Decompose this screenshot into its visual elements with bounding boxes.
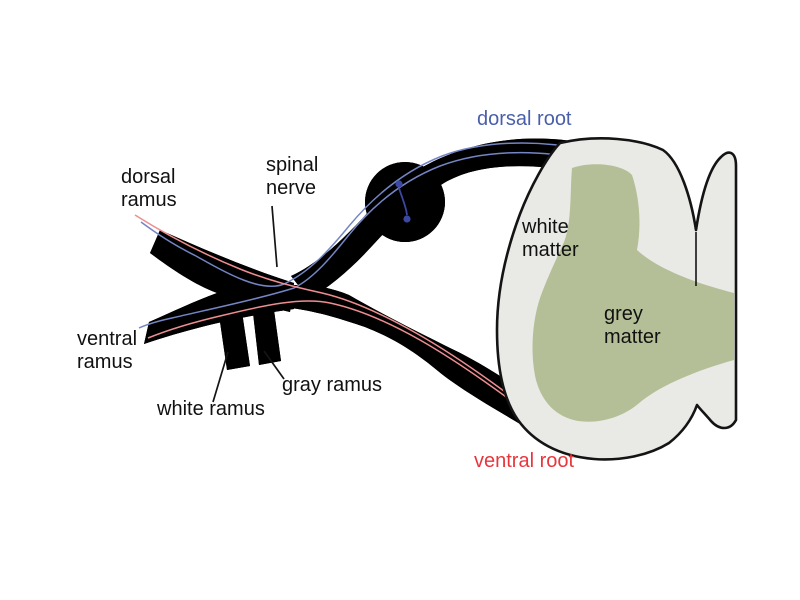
dorsal-ramus-label: dorsal ramus bbox=[121, 166, 177, 211]
spinal-nerve-leader bbox=[271, 205, 278, 268]
gray-ramus-leader bbox=[263, 350, 285, 380]
white-matter-label: white matter bbox=[522, 216, 579, 261]
white-ramus-leader bbox=[212, 351, 229, 403]
gray-ramus-label: gray ramus bbox=[282, 374, 383, 396]
grey-matter-region bbox=[532, 164, 734, 422]
sensory-fiber-to-dorsal-ramus bbox=[140, 142, 589, 288]
ventral-root-label: ventral root bbox=[474, 450, 575, 472]
dorsal-root-label: dorsal root bbox=[477, 108, 572, 130]
ganglion-neuron bbox=[395, 180, 411, 223]
grey-matter-label: grey matter bbox=[604, 303, 661, 348]
sensory-fiber-to-ventral-ramus bbox=[138, 151, 589, 329]
motor-fiber-to-dorsal-ramus bbox=[134, 214, 543, 421]
motor-fiber-to-ventral-ramus bbox=[147, 300, 551, 431]
spinal-nerve-label: spinal nerve bbox=[266, 154, 319, 199]
ventral-ramus-label: ventral ramus bbox=[77, 328, 138, 373]
white-ramus-label: white ramus bbox=[157, 398, 265, 420]
